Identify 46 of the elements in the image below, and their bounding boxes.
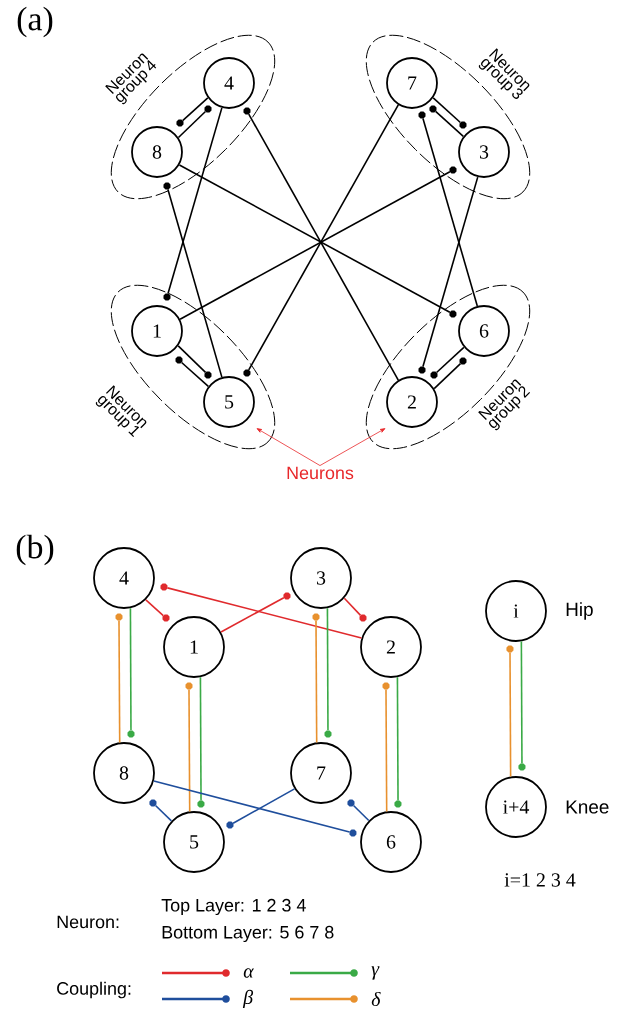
- layer-note: Bottom Layer: 5 6 7 8: [162, 925, 334, 943]
- legend-symbol: δ: [371, 991, 381, 1007]
- coupling-line: [163, 107, 223, 301]
- coupling-line: [177, 345, 212, 379]
- coupling-line: [324, 607, 332, 738]
- coupling-line: [163, 182, 223, 378]
- coupling-line: [418, 176, 479, 374]
- legend-symbol: α: [243, 968, 254, 978]
- layer-note: Top Layer: 1 2 3 4: [161, 898, 306, 916]
- coupling-line: [160, 583, 363, 639]
- coupling-line: [185, 682, 193, 813]
- coupling-line: [115, 613, 123, 744]
- coupling-line: [418, 111, 479, 307]
- leader-line: [256, 428, 321, 466]
- leader-line: [319, 428, 386, 466]
- coupling-line: [145, 599, 170, 622]
- legend-heading: Coupling:: [57, 981, 131, 999]
- callout-text: Neurons: [287, 466, 354, 480]
- joint-label: Knee: [566, 800, 609, 814]
- panel-label: (a): [17, 6, 53, 38]
- coupling-line: [312, 613, 320, 744]
- panel-label: (b): [16, 534, 54, 566]
- coupling-line: [432, 97, 467, 129]
- coupling-line: [433, 357, 467, 390]
- coupling-line: [518, 640, 526, 771]
- coupling-line: [347, 799, 370, 822]
- coupling-line: [429, 105, 465, 138]
- coupling-line: [127, 607, 135, 738]
- coupling-line: [175, 356, 210, 388]
- coupling-line: [343, 597, 367, 622]
- coupling-line: [176, 97, 209, 127]
- coupling-line: [430, 346, 465, 379]
- coupling-line: [149, 799, 173, 822]
- legend-symbol: β: [242, 989, 254, 1009]
- coupling-line: [177, 105, 212, 139]
- legend-heading: Neuron:: [57, 915, 119, 929]
- joint-label: Hip: [566, 602, 593, 620]
- coupling-line: [506, 645, 514, 778]
- coupling-line: [220, 592, 291, 633]
- coupling-line: [153, 780, 357, 837]
- coupling-line: [197, 676, 205, 808]
- legend-symbol: γ: [371, 966, 380, 980]
- index-note: i=1 2 3 4: [504, 873, 576, 887]
- coupling-line: [382, 682, 390, 813]
- coupling-line: [394, 676, 402, 808]
- coupling-line: [226, 788, 296, 829]
